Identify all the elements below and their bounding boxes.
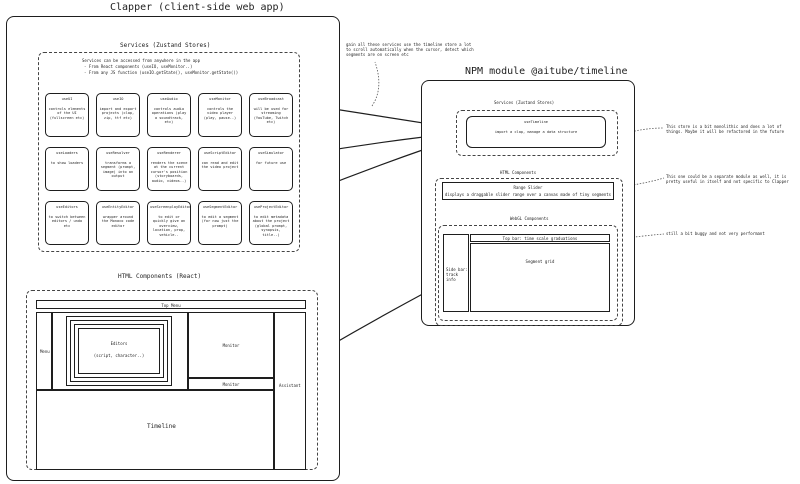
services-note-1: Services can be accessed from anywhere i… — [82, 58, 201, 63]
service-card-desc: to edit or quickly give an overview, loc… — [152, 214, 186, 237]
service-card: useBroadcast will be used for streaming (… — [249, 93, 293, 137]
services-annotation: gain all these services use the timeline… — [346, 42, 474, 57]
editors-label: Editors — [110, 341, 128, 346]
npm-services-title: Services (Zustand Stores) — [494, 100, 555, 105]
editors-panel — [52, 312, 188, 390]
service-card-name: useMonitor — [209, 97, 231, 101]
service-card-name: useIO — [112, 97, 124, 101]
assistant-panel: Assistant — [274, 312, 306, 470]
top-menu: Top Menu — [36, 300, 306, 309]
service-card: useMonitor controls the video player (pla… — [198, 93, 242, 137]
service-card-desc: to switch between editors / undo etc — [48, 214, 86, 228]
monitor-label: Monitor — [222, 343, 240, 348]
side-bar-label: Side bar: track info — [446, 267, 468, 282]
service-card-name: useRenderer — [157, 151, 181, 155]
service-card: useAudio controls audio operations (play … — [147, 93, 191, 137]
service-card-desc: renders the scene at the current cursor'… — [150, 160, 188, 183]
service-card: useUI controls elements of the UI (fullsc… — [45, 93, 89, 137]
service-card: useRenderer renders the scene at the curr… — [147, 147, 191, 191]
services-panel — [38, 52, 300, 252]
top-bar-label: Top bar: time scale graduations — [502, 236, 578, 241]
service-card-name: useSegmentEditor — [202, 205, 238, 209]
service-card-desc: will be used for streaming (YouTube, Twi… — [253, 106, 289, 125]
npm-webgl-panel — [438, 225, 618, 321]
use-timeline-card: useTimeline import a clap, manage a data… — [466, 116, 606, 148]
side-bar: Side bar: track info — [443, 234, 469, 312]
service-card: useScriptEditor can read and edit the vid… — [198, 147, 242, 191]
service-card-desc: to edit a segment (for now just the prom… — [201, 214, 239, 228]
service-card-name: useSimulator — [258, 151, 284, 155]
service-card: useEditors to switch between editors / un… — [45, 201, 89, 245]
editors-sub: (script, character..) — [93, 353, 145, 358]
components-title: HTML Components (React) — [118, 273, 202, 280]
service-card-desc: for future use — [255, 160, 287, 165]
service-card-desc: to edit metadata about the project (glob… — [252, 214, 290, 237]
services-title: Services (Zustand Stores) — [120, 42, 211, 49]
monitor-bar-label: Monitor — [222, 382, 240, 387]
service-card-name: useScriptEditor — [203, 151, 237, 155]
top-bar: Top bar: time scale graduations — [470, 234, 610, 242]
range-slider-box: Range Slider displays a draggable slider… — [442, 182, 614, 200]
service-card-desc: import and export projects (clap, zip, t… — [99, 106, 137, 120]
editors-stack-1 — [66, 316, 172, 386]
service-card-name: useScreenplayEditor — [150, 205, 191, 209]
service-card-desc: to show loaders — [50, 160, 84, 165]
service-card: useSimulator for future use — [249, 147, 293, 191]
segment-grid-label: Segment grid — [525, 259, 555, 264]
service-card: useScreenplayEditor to edit or quickly gi… — [147, 201, 191, 245]
npm-html-title: HTML Components — [500, 170, 537, 175]
menu-panel: Menu — [36, 312, 52, 390]
range-note: This one could be a separate module as w… — [666, 174, 789, 184]
top-menu-label: Top Menu — [161, 303, 181, 308]
service-card: useEntityEditor wrapper around the Monaco… — [96, 201, 140, 245]
editors-stack-2 — [70, 320, 168, 382]
assistant-label: Assistant — [279, 383, 301, 388]
webgl-note: still a bit buggy and not very performan… — [666, 231, 765, 236]
services-note-2: - From React components (useIO, useMonit… — [84, 64, 193, 69]
service-card-name: useUI — [61, 97, 73, 101]
leader-services-note — [371, 61, 380, 107]
use-timeline-name: useTimeline — [524, 120, 548, 124]
timeline-note: This store is a bit monolithic and does … — [666, 124, 785, 134]
service-card-desc: wrapper around the Monaco code editor — [101, 214, 135, 228]
monitor-panel: Monitor — [188, 312, 274, 378]
service-card-name: useBroadcast — [258, 97, 284, 101]
service-card-name: useEntityEditor — [101, 205, 135, 209]
service-card: useLoaders to show loaders — [45, 147, 89, 191]
services-note-3: - From any JS function (useIO.getState()… — [84, 70, 239, 75]
clapper-title: Clapper (client-side web app) — [110, 2, 285, 13]
service-card-desc: can read and edit the video project — [201, 160, 239, 170]
service-card-desc: controls audio operations (play a soundt… — [151, 106, 187, 125]
leader-webgl-note — [611, 233, 665, 241]
timeline-label: Timeline — [147, 423, 176, 430]
service-card-name: useProjectEditor — [253, 205, 289, 209]
segment-grid: Segment grid — [470, 243, 610, 312]
service-card-name: useLoaders — [56, 151, 78, 155]
service-card: useSegmentEditor to edit a segment (for n… — [198, 201, 242, 245]
npm-webgl-title: WebGL Components — [510, 216, 549, 221]
menu-label: Menu — [40, 349, 50, 354]
service-card: useIO import and export projects (clap, z… — [96, 93, 140, 137]
editors-stack-3 — [74, 324, 164, 378]
service-card-name: useAudio — [160, 97, 178, 101]
npm-services-panel — [456, 110, 618, 156]
range-title: Range Slider — [513, 185, 543, 190]
monitor-bar: Monitor — [188, 378, 274, 390]
service-card: useResolver transforms a segment (prompt,… — [96, 147, 140, 191]
service-card-desc: transforms a segment (prompt, image) int… — [100, 160, 136, 179]
service-card-name: useEditors — [56, 205, 78, 209]
npm-title: NPM module @aitube/timeline — [465, 66, 628, 77]
npm-html-panel — [435, 178, 623, 326]
service-card: useProjectEditor to edit metadata about t… — [249, 201, 293, 245]
range-desc: displays a draggable slider range over a… — [444, 192, 612, 197]
service-card-desc: controls elements of the UI (fullscreen … — [48, 106, 86, 120]
use-timeline-desc: import a clap, manage a data structure — [494, 129, 578, 134]
timeline-panel: Timeline — [36, 390, 274, 470]
editors-box: Editors (script, character..) — [78, 328, 160, 374]
service-card-desc: controls the video player (play, pause..… — [203, 106, 237, 120]
service-card-name: useResolver — [106, 151, 130, 155]
